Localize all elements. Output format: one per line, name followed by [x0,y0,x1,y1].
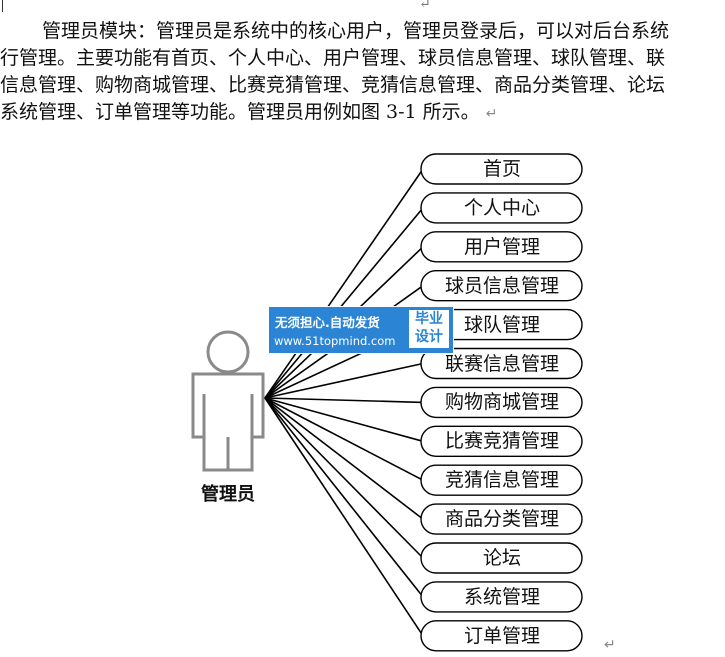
connector-line-7 [264,397,424,404]
use-case-oval-11 [420,542,583,574]
use-case-label-8: 比赛竞猜管理 [444,430,559,453]
connector-line-11 [264,397,424,559]
actor-body [191,372,265,472]
use-case-oval-9 [420,464,583,496]
paragraph-line-1: 管理员模块：管理员是系统中的核心用户，管理员登录后，可以对后台系统 [42,20,670,42]
use-case-label-6: 联赛信息管理 [444,352,559,375]
connector-line-1 [264,168,424,399]
watermark-url: www.51topmind.com [274,334,396,348]
paragraph-mark-icon: ↵ [604,637,616,653]
connector-line-9 [264,397,424,481]
paragraph-line-3: 信息管理、购物商城管理、比赛竞猜管理、竞猜信息管理、商品分类管理、论坛 [0,74,666,96]
watermark-badge-top: 毕业 [415,311,443,327]
connector-line-12 [264,397,424,598]
use-case-label-13: 订单管理 [463,624,540,647]
use-case-oval-12 [420,581,583,613]
use-case-oval-7 [420,386,583,419]
use-case-label-11: 论坛 [482,547,521,569]
use-case-label-2: 个人中心 [463,196,540,219]
watermark-banner: 无须担心.自动发货 www.51topmind.com 毕业 设计 [268,306,454,354]
use-case-label-3: 用户管理 [463,235,540,258]
use-case-oval-10 [420,503,583,535]
use-case-oval-3 [420,231,583,263]
watermark-slogan: 无须担心.自动发货 [275,315,380,330]
connector-line-8 [264,397,424,443]
actor-icon [191,330,265,472]
use-case-oval-1 [420,153,583,185]
text-cursor-mark [2,0,3,12]
watermark-badge-bottom: 设计 [415,329,443,345]
use-case-label-1: 首页 [482,158,521,180]
paragraph-line-4-text: 系统管理、订单管理等功能。管理员用例如图 3-1 所示。 [0,101,480,123]
connector-line-10 [264,397,424,520]
use-case-label-12: 系统管理 [463,585,540,608]
connector-lines [264,168,424,637]
actor-label: 管理员 [201,484,255,505]
use-case-oval-6 [420,347,583,380]
use-case-label-9: 竞猜信息管理 [444,469,559,492]
description-paragraph: 管理员模块：管理员是系统中的核心用户，管理员登录后，可以对后台系统 行管理。主要… [0,18,725,128]
paragraph-line-4: 系统管理、订单管理等功能。管理员用例如图 3-1 所示。 ↵ [0,99,725,128]
use-case-label-4: 球员信息管理 [444,274,559,297]
use-case-label-10: 商品分类管理 [444,508,559,531]
paragraph-mark-icon: ↵ [419,0,431,12]
use-case-oval-8 [420,425,583,457]
use-case-oval-4 [420,270,583,302]
use-case-ovals [420,153,583,652]
use-case-oval-2 [420,192,583,224]
connector-line-13 [264,397,424,637]
actor-head [206,330,250,374]
connector-line-2 [264,207,424,399]
paragraph-mark-icon: ↵ [485,106,498,122]
use-case-label-7: 购物商城管理 [444,391,559,414]
paragraph-line-2: 行管理。主要功能有首页、个人中心、用户管理、球员信息管理、球队管理、联 [0,47,666,69]
use-case-oval-13 [420,620,583,652]
use-case-label-5: 球队管理 [463,313,540,336]
watermark-badge: 毕业 设计 [409,310,449,348]
connector-line-6 [264,362,424,399]
